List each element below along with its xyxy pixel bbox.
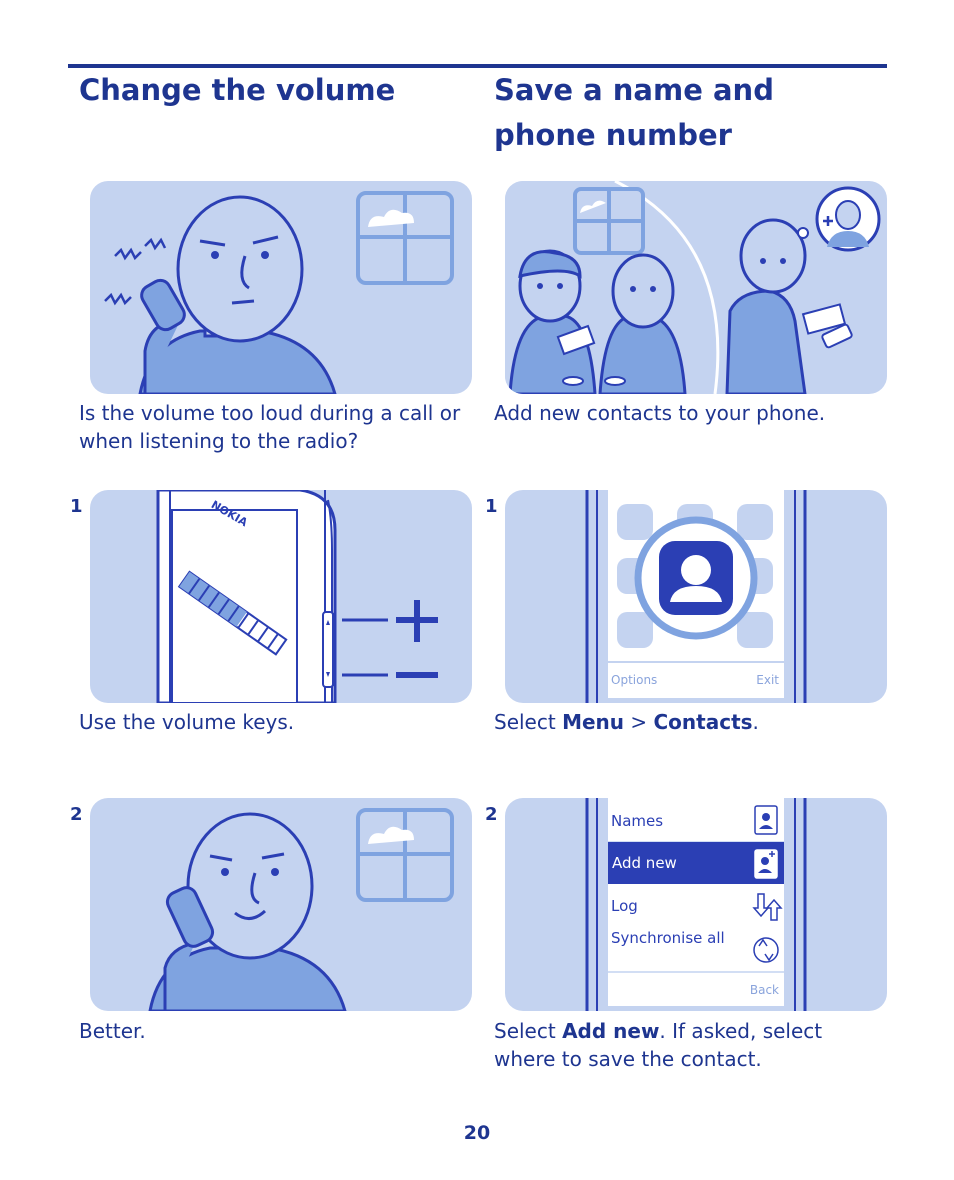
step-number: 1 bbox=[70, 496, 83, 517]
caption-text: Select bbox=[494, 710, 563, 734]
softkey-options[interactable]: Options bbox=[611, 673, 657, 687]
menu-item-names[interactable]: Names bbox=[611, 812, 663, 830]
exchange-contacts-drawing bbox=[505, 181, 881, 394]
header-rule bbox=[68, 64, 887, 68]
softkey-back[interactable]: Back bbox=[750, 983, 779, 997]
illustration-volume-keys: NOKIA bbox=[90, 490, 472, 703]
menu-item-synchronise-all[interactable]: Synchronise all bbox=[611, 929, 725, 947]
caption-contacts-intro: Add new contacts to your phone. bbox=[494, 401, 826, 425]
contacts-label: Contacts bbox=[653, 710, 753, 734]
illustration-menu-contacts: Options Exit bbox=[505, 490, 887, 703]
caption-contacts-step1: Select Menu > Contacts. bbox=[494, 708, 889, 736]
page-number: 20 bbox=[463, 1122, 491, 1144]
sync-icon bbox=[753, 937, 779, 963]
illustration-exchange-contacts bbox=[505, 181, 887, 394]
volume-keys-drawing: NOKIA bbox=[156, 490, 438, 703]
softkey-exit[interactable]: Exit bbox=[756, 673, 779, 687]
caption-separator: > bbox=[624, 710, 654, 734]
illustration-loud-call bbox=[90, 181, 472, 394]
caption-volume-intro: Is the volume too loud during a call or … bbox=[79, 401, 461, 453]
menu-contacts-drawing: Options Exit bbox=[585, 490, 807, 703]
step-number: 1 bbox=[485, 496, 498, 517]
heading-change-volume: Change the volume bbox=[79, 73, 396, 107]
step-number: 2 bbox=[70, 804, 83, 825]
heading-save-contact: Save a name and phone number bbox=[494, 73, 774, 152]
step-number: 2 bbox=[485, 804, 498, 825]
caption-contacts-step2: Select Add new. If asked, select where t… bbox=[494, 1017, 874, 1073]
loud-call-drawing bbox=[104, 191, 454, 394]
add-new-drawing: Names Add new Log Synchronise all Back bbox=[585, 798, 807, 1011]
illustration-add-new: Names Add new Log Synchronise all Back bbox=[505, 798, 887, 1011]
caption-text-rest: . If asked, select where to save the con… bbox=[494, 1019, 823, 1071]
log-icon bbox=[752, 893, 770, 918]
add-new-label: Add new bbox=[562, 1019, 660, 1043]
menu-label: Menu bbox=[562, 710, 625, 734]
menu-item-add-new[interactable]: Add new bbox=[612, 854, 677, 872]
caption-end: . bbox=[752, 710, 759, 734]
better-volume-drawing bbox=[148, 808, 454, 1011]
menu-item-log[interactable]: Log bbox=[611, 897, 638, 915]
caption-volume-step1: Use the volume keys. bbox=[79, 710, 295, 734]
caption-text: Select bbox=[494, 1019, 563, 1043]
illustration-better-volume bbox=[90, 798, 472, 1011]
caption-volume-step2: Better. bbox=[79, 1019, 146, 1043]
